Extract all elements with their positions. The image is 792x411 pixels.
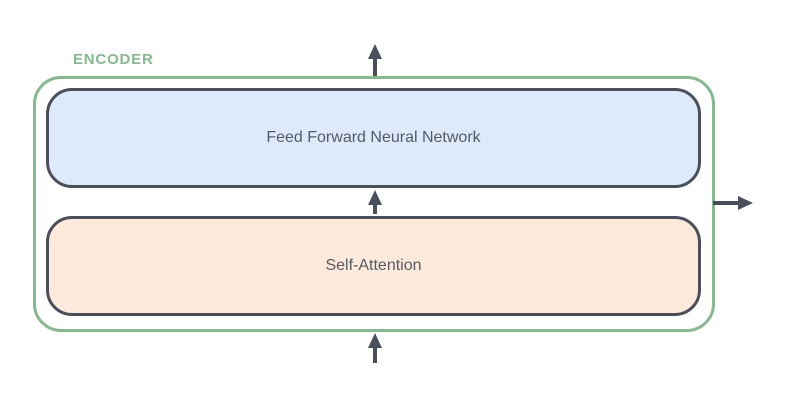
- self-attention-label: Self-Attention: [325, 257, 422, 274]
- encoder-label: ENCODER: [73, 51, 154, 68]
- input-arrow-icon: [368, 333, 382, 363]
- output-arrow-icon: [368, 44, 382, 76]
- feed-forward-label: Feed Forward Neural Network: [266, 129, 481, 146]
- feed-forward-box: Feed Forward Neural Network: [46, 88, 701, 188]
- side-output-arrow-icon: [713, 196, 753, 210]
- self-attention-box: Self-Attention: [46, 216, 701, 316]
